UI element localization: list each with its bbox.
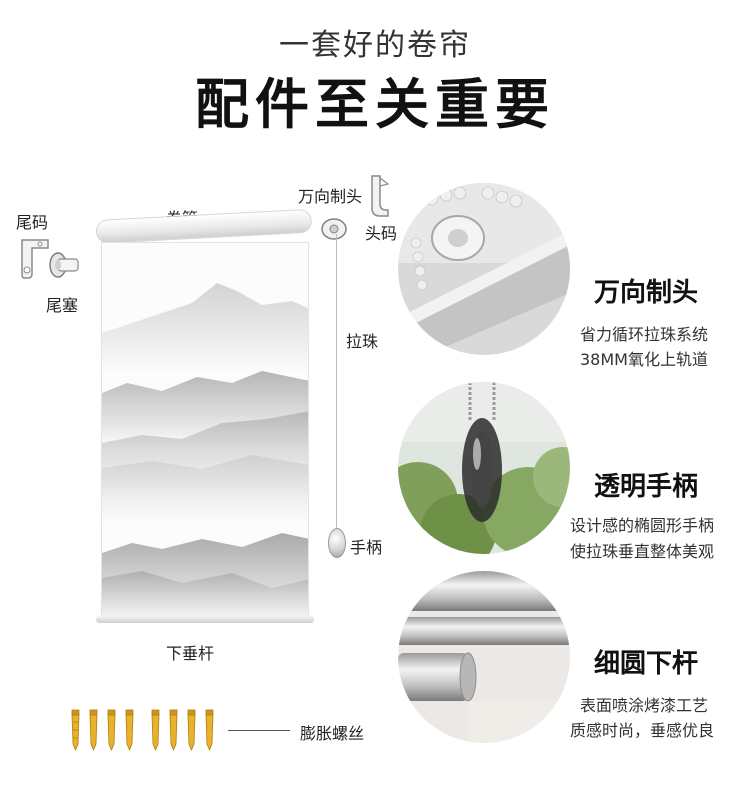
bottom-rod	[96, 616, 314, 623]
blind-panel	[101, 242, 309, 617]
feature-1-title: 万向制头	[594, 278, 699, 308]
feature-3-title: 细圆下杆	[594, 649, 699, 679]
page-subtitle: 一套好的卷帘	[279, 28, 471, 63]
pull-chain	[336, 234, 337, 532]
feature-1-line-1: 省力循环拉珠系统	[580, 325, 709, 344]
label-pull-chain: 拉珠	[346, 332, 379, 351]
feature-2-title: 透明手柄	[594, 472, 699, 502]
label-head-brake: 万向制头	[298, 187, 363, 206]
feature-2-line-1: 设计感的椭圆形手柄	[570, 516, 715, 535]
label-bottom-rod: 下垂杆	[166, 644, 215, 663]
feature-1-line-2: 38MM氧化上轨道	[580, 350, 708, 369]
roller-tube	[95, 208, 313, 244]
bottom-rod-photo	[398, 571, 570, 743]
page-title: 配件至关重要	[195, 73, 555, 136]
tail-code-bracket-icon	[21, 239, 49, 279]
mountain-landscape-image	[102, 243, 308, 616]
head-code-bracket-icon	[371, 175, 390, 217]
expansion-screws-icon	[71, 709, 214, 752]
label-expansion-screw: 膨胀螺丝	[300, 724, 365, 743]
screw-leader-line	[228, 730, 290, 731]
feature-2-line-2: 使拉珠垂直整体美观	[570, 542, 715, 561]
head-brake-icon	[321, 218, 347, 240]
chain-handle	[328, 528, 346, 558]
feature-3-line-2: 质感时尚，垂感优良	[570, 721, 715, 740]
head-brake-photo	[398, 183, 570, 355]
label-handle: 手柄	[350, 538, 383, 557]
transparent-handle-photo	[398, 382, 570, 554]
label-tail-code: 尾码	[16, 213, 49, 232]
label-head-code: 头码	[365, 224, 398, 243]
label-tail-plug: 尾塞	[46, 296, 79, 315]
tail-plug-icon	[49, 252, 79, 278]
feature-3-line-1: 表面喷涂烤漆工艺	[580, 696, 709, 715]
